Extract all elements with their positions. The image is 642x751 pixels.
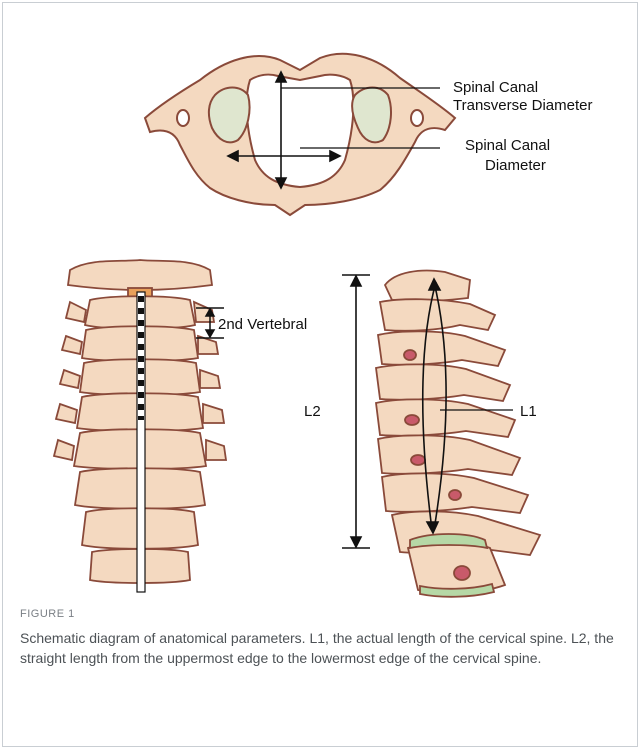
- anterior-midline-marker: [137, 292, 145, 592]
- label-canal-diameter-1: Spinal Canal: [465, 137, 550, 154]
- label-l2: L2: [304, 403, 321, 420]
- caption-text: Schematic diagram of anatomical paramete…: [20, 628, 620, 668]
- l2-measure: [342, 275, 370, 548]
- label-canal-diameter-2: Diameter: [485, 157, 546, 174]
- axial-vertebra-illustration: [145, 54, 455, 215]
- anatomical-figure: Spinal Canal Transverse Diameter Spinal …: [0, 0, 642, 600]
- label-canal-transverse-2: Transverse Diameter: [453, 97, 592, 114]
- caption-label: FIGURE 1: [20, 608, 75, 620]
- label-l1: L1: [520, 403, 537, 420]
- label-canal-transverse-1: Spinal Canal: [453, 79, 538, 96]
- label-2nd-vertebral: 2nd Vertebral: [218, 316, 307, 333]
- lateral-spine-illustration: [376, 271, 540, 597]
